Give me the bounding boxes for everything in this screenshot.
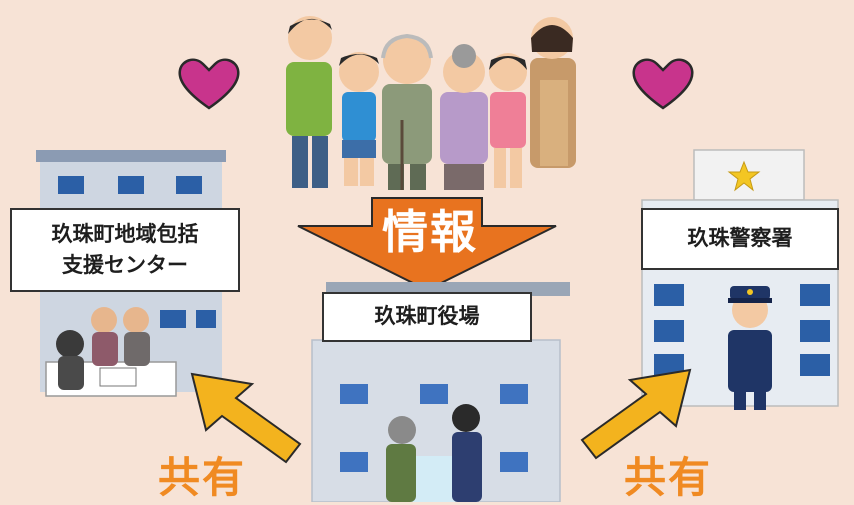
share-label-right: 共有: [624, 453, 713, 502]
police-station-label-text: 玖珠警察署: [687, 226, 793, 251]
town-office-label: 玖珠町役場: [322, 292, 532, 342]
share-arrow-right-icon: [580, 368, 692, 460]
heart-left-icon: [178, 58, 240, 110]
info-label: 情報: [382, 205, 478, 259]
police-station-label: 玖珠警察署: [641, 208, 839, 270]
support-center-label-line2: 支援センター: [62, 253, 188, 277]
support-center-label: 玖珠町地域包括 支援センター: [10, 208, 240, 292]
family-illustration: [286, 16, 576, 190]
police-station-building: [641, 149, 839, 410]
info-arrow-icon: [297, 197, 557, 292]
town-office-label-text: 玖珠町役場: [374, 304, 480, 329]
share-label-left: 共有: [158, 453, 247, 502]
town-office-building: [311, 282, 570, 502]
heart-right-icon: [632, 58, 694, 110]
support-center-label-line1: 玖珠町地域包括: [51, 221, 199, 246]
share-arrow-left-icon: [190, 372, 302, 464]
